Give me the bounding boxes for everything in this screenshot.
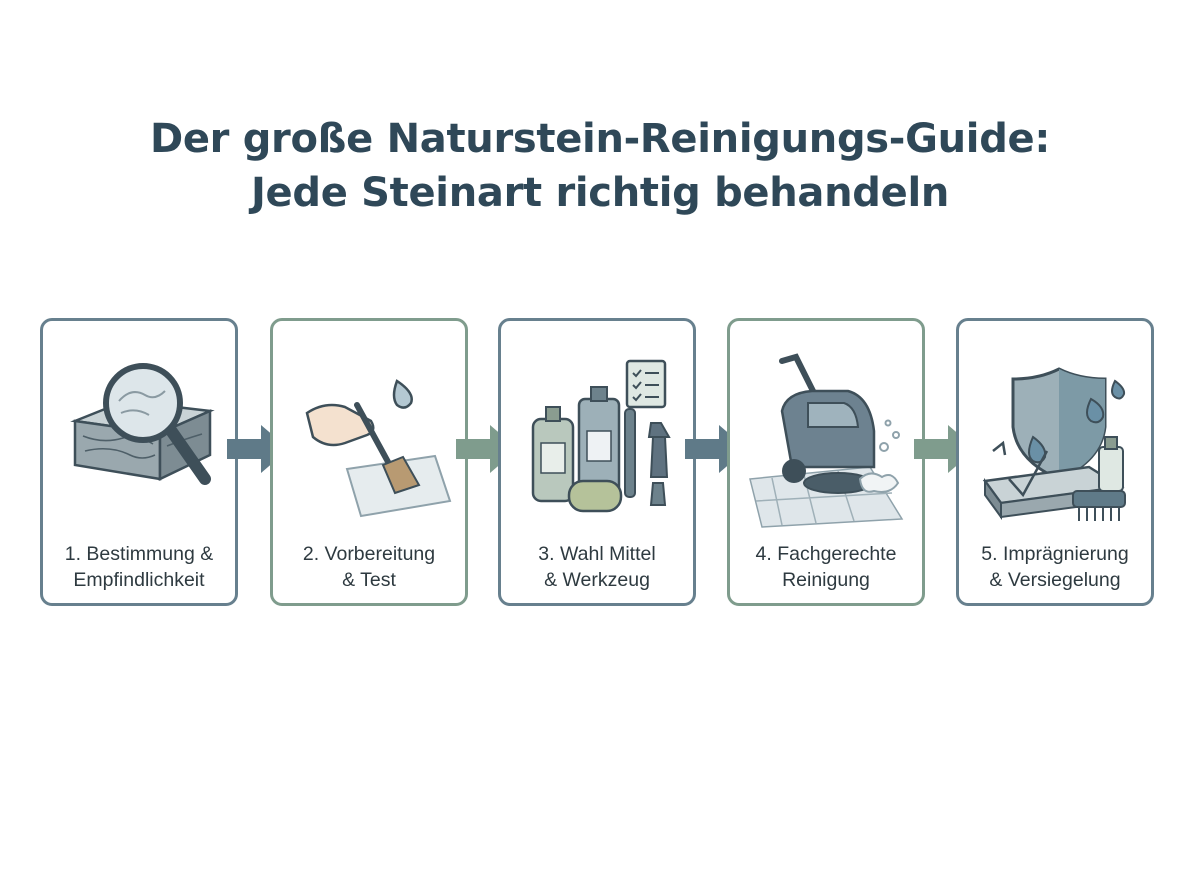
title-line-2: Jede Steinart richtig behandeln [250, 170, 950, 216]
step-card-5: 5. Imprägnierung & Versiegelung [956, 318, 1154, 606]
step-card-1: 1. Bestimmung & Empfindlichkeit [40, 318, 238, 606]
step-label-1: 1. Bestimmung & Empfindlichkeit [43, 541, 235, 593]
cleaning-supplies-icon [531, 359, 671, 513]
step-label-2: 2. Vorbereitung & Test [273, 541, 465, 593]
step-4-line-1: 4. Fachgerechte [755, 543, 897, 565]
hand-brush-test-icon [305, 379, 452, 518]
title-line-1: Der große Naturstein-Reinigungs-Guide: [149, 116, 1051, 162]
step-3-line-1: 3. Wahl Mittel [538, 543, 656, 565]
step-label-3: 3. Wahl Mittel & Werkzeug [501, 541, 693, 593]
floor-scrubber-icon [749, 353, 904, 528]
shield-sealing-icon [982, 367, 1126, 521]
step-label-5: 5. Imprägnierung & Versiegelung [959, 541, 1151, 593]
step-card-2: 2. Vorbereitung & Test [270, 318, 468, 606]
step-card-3: 3. Wahl Mittel & Werkzeug [498, 318, 696, 606]
step-2-line-1: 2. Vorbereitung [302, 543, 436, 565]
step-5-line-2: & Versiegelung [989, 569, 1121, 591]
step-card-4: 4. Fachgerechte Reinigung [727, 318, 925, 606]
step-1-line-1: 1. Bestimmung & [64, 543, 214, 565]
step-5-line-1: 5. Imprägnierung [981, 543, 1129, 565]
step-3-line-2: & Werkzeug [544, 569, 650, 591]
step-label-4: 4. Fachgerechte Reinigung [730, 541, 922, 593]
stone-magnifier-icon [70, 363, 215, 485]
page-title: Der große Naturstein-Reinigungs-Guide: J… [0, 112, 1200, 220]
step-4-line-2: Reinigung [782, 569, 870, 591]
step-2-line-2: & Test [342, 569, 396, 591]
step-1-line-2: Empfindlichkeit [73, 569, 205, 591]
